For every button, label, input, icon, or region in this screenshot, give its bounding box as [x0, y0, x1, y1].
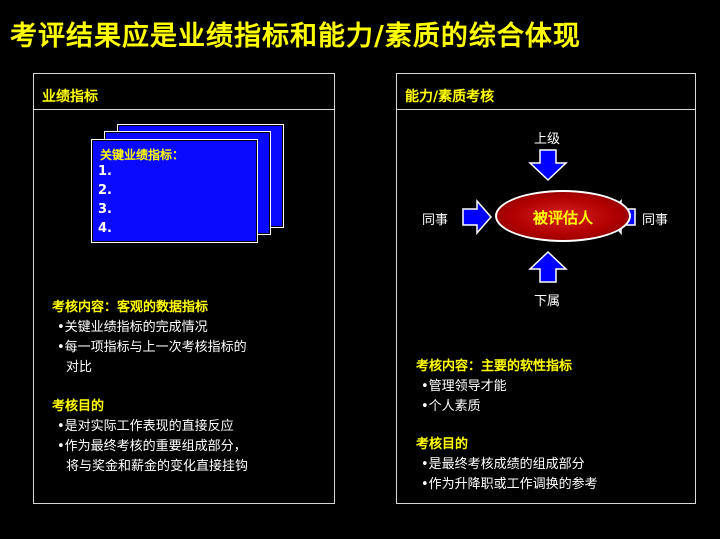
performance-content-heading: 考核内容：客观的数据指标 [52, 300, 209, 315]
superior-label: 上级 [534, 132, 561, 147]
arrow-right-icon [462, 199, 492, 235]
competency-purpose-heading: 考核目的 [416, 437, 469, 452]
list-item: •每一项指标与上一次考核指标的 [57, 340, 247, 355]
competency-content-heading: 考核内容：主要的软性指标 [416, 359, 573, 374]
performance-purpose: 考核目的 •是对实际工作表现的直接反应 •作为最终考核的重要组成部分， 将与奖金… [52, 397, 248, 477]
arrow-down-icon [528, 149, 568, 182]
appraisee-node: 被评估人 [495, 190, 631, 242]
arrow-up-icon [528, 250, 568, 283]
performance-content: 考核内容：客观的数据指标 •关键业绩指标的完成情况 •每一项指标与上一次考核指标… [52, 298, 247, 378]
performance-purpose-heading: 考核目的 [52, 399, 105, 414]
list-item: •作为升降职或工作调换的参考 [421, 477, 598, 492]
performance-panel-header: 业绩指标 [34, 74, 334, 110]
kpi-item: 1. [98, 164, 112, 179]
list-item: •管理领导才能 [421, 379, 507, 394]
competency-content: 考核内容：主要的软性指标 •管理领导才能 •个人素质 [416, 357, 572, 417]
kpi-card-title: 关键业绩指标： [100, 148, 185, 162]
list-item: 对比 [66, 360, 93, 375]
list-item: 将与奖金和薪金的变化直接挂钩 [66, 459, 249, 474]
list-item: •是最终考核成绩的组成部分 [421, 457, 585, 472]
kpi-item: 2. [98, 183, 112, 198]
list-item: •是对实际工作表现的直接反应 [57, 419, 234, 434]
subordinate-label: 下属 [534, 294, 561, 309]
list-item: •关键业绩指标的完成情况 [57, 320, 208, 335]
appraisee-label: 被评估人 [532, 209, 593, 227]
competency-panel-header: 能力/素质考核 [397, 74, 695, 110]
competency-purpose: 考核目的 •是最终考核成绩的组成部分 •作为升降职或工作调换的参考 [416, 435, 598, 495]
kpi-item: 4. [98, 221, 112, 236]
kpi-item: 3. [98, 202, 112, 217]
kpi-card: 关键业绩指标： 1. 2. 3. 4. [91, 139, 258, 243]
peer-right-label: 同事 [642, 213, 669, 228]
list-item: •作为最终考核的重要组成部分， [57, 439, 247, 454]
peer-left-label: 同事 [422, 213, 449, 228]
page-title: 考评结果应是业绩指标和能力/素质的综合体现 [10, 21, 581, 52]
list-item: •个人素质 [421, 399, 481, 414]
competency-panel: 能力/素质考核 [396, 73, 696, 504]
performance-panel: 业绩指标 [33, 73, 335, 504]
